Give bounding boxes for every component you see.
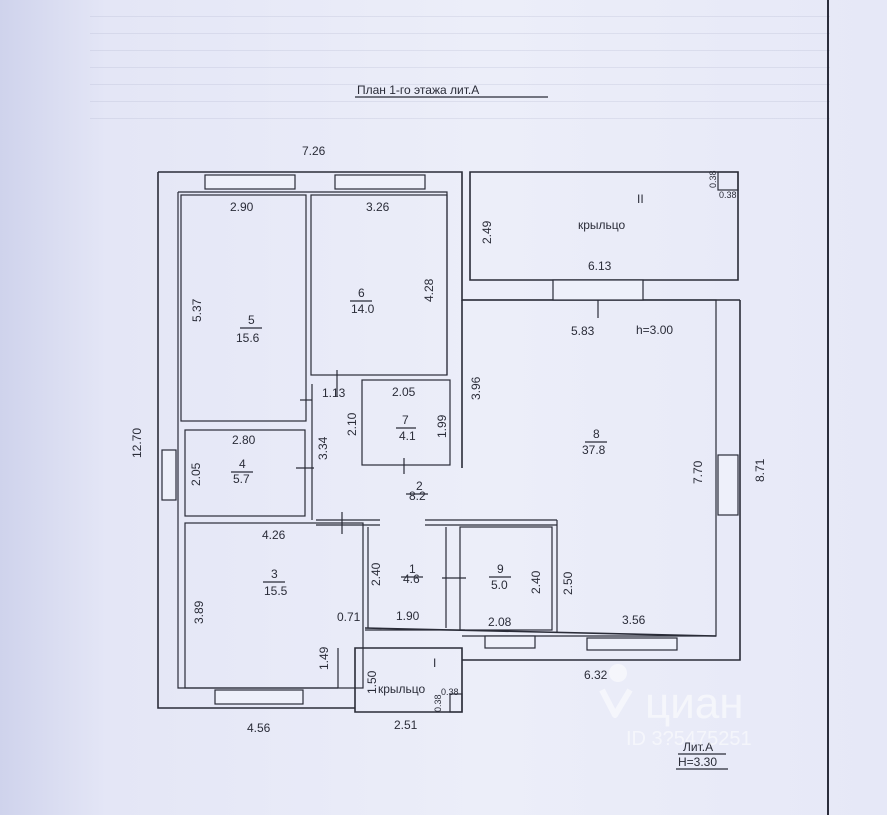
room-9-number: 9: [497, 562, 504, 576]
dim-r8-width: 5.83: [571, 324, 595, 338]
room-8-number: 8: [593, 427, 600, 441]
room-9-area: 5.0: [491, 578, 508, 592]
dim-hall-height: 3.34: [316, 436, 330, 460]
room-2-area: 8.2: [409, 489, 426, 503]
porch-ii-label: крыльцо: [578, 218, 626, 232]
watermark-brand: циан: [645, 679, 744, 728]
room-6-number: 6: [358, 286, 365, 300]
dim-porch2-corner1: 0.38: [708, 170, 718, 188]
lit-label: Лит.А: [683, 740, 713, 754]
room-5-number: 5: [248, 313, 255, 327]
watermark-id: ID 3?5475251: [626, 728, 752, 750]
dim-r1-width: 1.90: [396, 609, 420, 623]
door-marks: [296, 370, 466, 579]
dim-top-total: 7.26: [302, 144, 326, 158]
dim-r5-width: 2.90: [230, 200, 254, 214]
dim-r4-width: 2.80: [232, 433, 256, 447]
room-4-area: 5.7: [233, 472, 250, 486]
watermark: циан ID 3?5475251: [599, 664, 752, 750]
room-3-area: 15.5: [264, 584, 288, 598]
dim-149: 1.49: [317, 646, 331, 670]
windows: [161, 174, 739, 705]
dim-porch1-width: 2.51: [394, 718, 418, 732]
cian-logo-icon: [599, 664, 633, 718]
room-4-number: 4: [239, 457, 246, 471]
dim-r5-height: 5.37: [190, 298, 204, 322]
dim-bottom-left: 4.56: [247, 721, 271, 735]
dimensions: 7.26 2.90 3.26 5.37 4.28 12.70 8.71 1.13…: [130, 144, 767, 735]
dim-porch2-corner2: 0.38: [719, 190, 737, 200]
dim-r7-height: 1.99: [435, 414, 449, 438]
room-7-area: 4.1: [399, 429, 416, 443]
room-3-number: 3: [271, 567, 278, 581]
room-7-number: 7: [402, 413, 409, 427]
room-8-height: h=3.00: [636, 323, 673, 337]
dim-r9-side: 2.50: [561, 571, 575, 595]
room-6-area: 14.0: [351, 302, 375, 316]
dim-r8-bottom: 3.56: [622, 613, 646, 627]
porch-i-roman: I: [433, 656, 436, 670]
room-1-area: 4.6: [403, 572, 420, 586]
room-2-number: 2: [416, 479, 423, 493]
porch-i-label: крыльцо: [378, 682, 426, 696]
room-8-area: 37.8: [582, 443, 606, 457]
dim-porch1-corner2: 0.38: [433, 694, 443, 712]
dim-bottom-width: 6.32: [584, 668, 608, 682]
building-height: H=3.30: [678, 755, 717, 769]
dim-r9-width: 2.08: [488, 615, 512, 629]
room-1-number: 1: [409, 562, 416, 576]
dim-r7-width: 2.05: [392, 385, 416, 399]
dim-porch2-width: 6.13: [588, 259, 612, 273]
plan-title: План 1-го этажа лит.А: [357, 83, 479, 97]
dim-r4-height: 2.05: [189, 462, 203, 486]
dim-porch1-corner1: 0.38: [441, 687, 459, 697]
porch-ii-roman: II: [637, 192, 644, 206]
dim-right-total: 8.71: [753, 458, 767, 482]
dim-porch1-height: 1.50: [365, 670, 379, 694]
dim-hall-width: 1.13: [322, 386, 346, 400]
dim-r8-side: 3.96: [469, 376, 483, 400]
room-5-area: 15.6: [236, 331, 260, 345]
dim-r9-height: 2.40: [529, 570, 543, 594]
dim-071: 0.71: [337, 610, 361, 624]
dim-r7-side: 2.10: [345, 412, 359, 436]
dim-left-total: 12.70: [130, 428, 144, 458]
dim-r8-height: 7.70: [691, 460, 705, 484]
frame-border: [827, 0, 829, 815]
dim-r6-height: 4.28: [422, 278, 436, 302]
dim-r6-width: 3.26: [366, 200, 390, 214]
dim-porch2-height: 2.49: [480, 220, 494, 244]
room-labels: 5 15.6 6 14.0 7 4.1 4 5.7 2 8.2 8 37.8 h…: [231, 192, 673, 696]
dim-r3-height: 3.89: [192, 600, 206, 624]
dim-r3-width: 4.26: [262, 528, 286, 542]
dim-r1-height: 2.40: [369, 562, 383, 586]
